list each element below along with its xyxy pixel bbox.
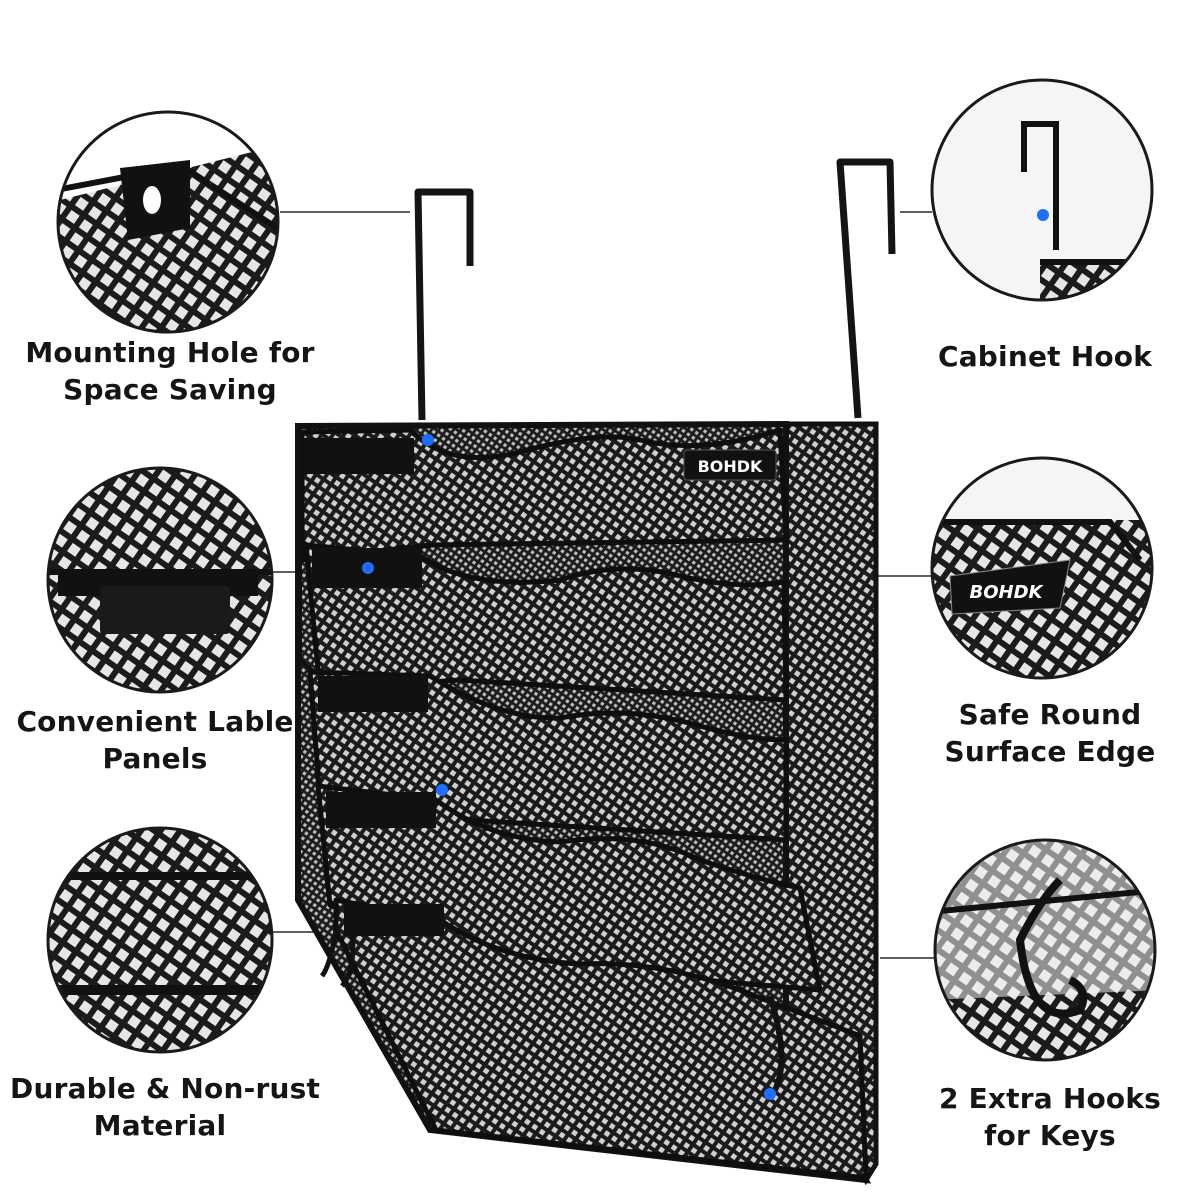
feature-label-mounting-hole: Mounting Hole for Space Saving xyxy=(25,336,315,406)
svg-text:BOHDK: BOHDK xyxy=(970,582,1045,603)
detail-circle-cabinet-hook xyxy=(930,78,1154,302)
wall-file-organizer xyxy=(295,158,896,1186)
feature-label-extra-hooks: 2 Extra Hooks for Keys xyxy=(938,1082,1162,1152)
cabinet-hook-icon xyxy=(1021,121,1059,250)
feature-label-safe-edge: Safe Round Surface Edge xyxy=(944,698,1156,768)
feature-label-label-panels: Convenient Lable Panels xyxy=(16,705,294,775)
feature-label-durable: Durable & Non-rust Material xyxy=(10,1072,321,1142)
detail-circle-label-panels xyxy=(46,466,274,694)
feature-label-cabinet-hook: Cabinet Hook xyxy=(937,340,1153,373)
brand-plate-text: BOHDK xyxy=(698,457,763,476)
detail-circle-safe-edge: BOHDK xyxy=(930,456,1154,680)
detail-circle-extra-hooks xyxy=(933,838,1157,1062)
detail-circle-mounting-hole xyxy=(56,110,280,334)
detail-circle-durable-material xyxy=(46,826,274,1054)
